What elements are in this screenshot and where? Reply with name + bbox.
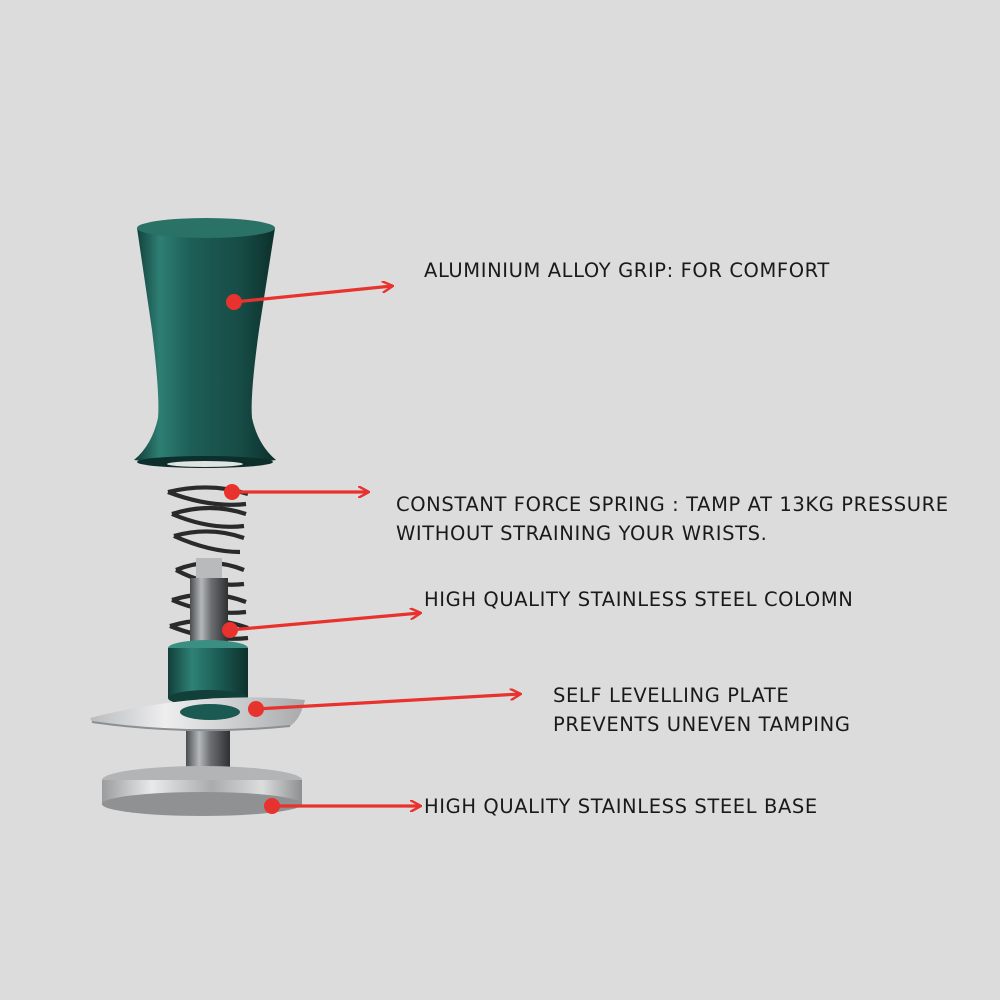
- grip-part: [134, 218, 276, 468]
- plate-callout-arrow: [248, 694, 520, 717]
- plate-callout-line-2: PREVENTS UNEVEN TAMPING: [553, 713, 851, 736]
- column-callout-line-1: HIGH QUALITY STAINLESS STEEL COLOMN: [424, 588, 854, 611]
- base-callout-line-1: HIGH QUALITY STAINLESS STEEL BASE: [424, 795, 818, 818]
- spring-callout-line-1: CONSTANT FORCE SPRING : TAMP AT 13KG PRE…: [396, 493, 949, 516]
- base-callout-label: HIGH QUALITY STAINLESS STEEL BASE: [424, 792, 818, 821]
- column-callout-label: HIGH QUALITY STAINLESS STEEL COLOMN: [424, 585, 853, 614]
- collar-part: [168, 640, 248, 706]
- column-callout-arrow: [222, 613, 420, 638]
- spring-callout-arrow: [224, 484, 368, 500]
- levelling-plate-part: [90, 697, 305, 732]
- grip-callout-line-1: ALUMINIUM ALLOY GRIP: FOR COMFORT: [424, 259, 830, 282]
- spring-callout-line-2: WITHOUT STRAINING YOUR WRISTS.: [396, 522, 768, 545]
- callout-arrows: [222, 286, 520, 814]
- base-callout-arrow: [264, 798, 420, 814]
- plate-callout-label: SELF LEVELLING PLATE PREVENTS UNEVEN TAM…: [553, 681, 851, 739]
- base-part: [102, 766, 302, 816]
- plate-callout-line-1: SELF LEVELLING PLATE: [553, 684, 790, 707]
- grip-callout-label: ALUMINIUM ALLOY GRIP: FOR COMFORT: [424, 256, 830, 285]
- spring-callout-label: CONSTANT FORCE SPRING : TAMP AT 13KG PRE…: [396, 490, 949, 548]
- grip-callout-arrow: [226, 286, 392, 310]
